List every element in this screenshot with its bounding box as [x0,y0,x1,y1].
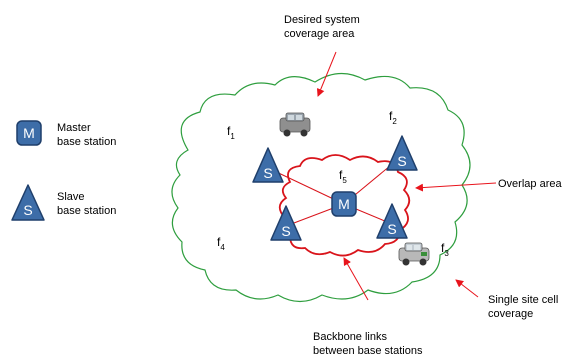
frequency-label-f1: f1 [227,124,235,141]
arrow-single-site [455,279,479,298]
legend-master-letter: M [23,125,35,141]
slave-station-3: S [270,205,302,241]
legend-slave-line2: base station [57,205,116,217]
slave-station-4: S [376,203,408,239]
arrow-desired-coverage [316,51,337,97]
callout-backbone-line2: between base stations [313,345,423,357]
callout-single-site-line2: coverage [488,308,533,320]
frequency-label-f4: f4 [217,235,225,252]
callout-overlap: Overlap area [498,178,562,190]
frequency-label-f3: f3 [441,241,449,258]
callout-single-site-line1: Single site cell [488,294,558,306]
arrow-backbone-links [343,257,369,301]
legend-slave-line1: Slave [57,191,85,203]
slave-station-2: S [386,135,418,171]
legend: M Master base station S Slave base stati… [11,120,116,221]
callout-desired-line1: Desired system [284,14,360,26]
slave-station-1: S [252,147,284,183]
arrow-overlap-area [415,182,497,192]
callout-backbone-line1: Backbone links [313,331,387,343]
frequency-label-f5: f5 [339,168,347,185]
slave-station-3-letter: S [281,223,290,239]
master-station-letter: M [338,196,350,212]
frequency-label-f2: f2 [389,109,397,126]
callout-arrows [316,51,497,301]
callout-desired-line2: coverage area [284,28,355,40]
legend-master-line2: base station [57,136,116,148]
legend-master-line1: Master [57,122,91,134]
slave-station-2-letter: S [397,153,406,169]
slave-station-1-letter: S [263,165,272,181]
legend-master-icon [16,120,42,146]
slave-station-4-letter: S [387,221,396,237]
legend-slave-letter: S [23,202,32,218]
vehicle-1-icon [279,112,311,137]
master-station: M [331,191,357,217]
legend-slave-icon [11,184,45,221]
vehicle-2-icon [398,242,430,266]
